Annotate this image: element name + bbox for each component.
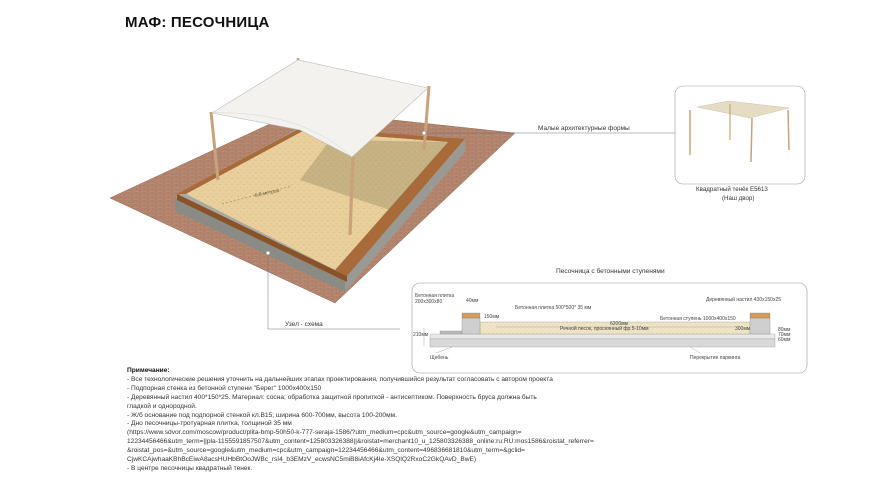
section-tile-500: Бетонная плитка 500*500* 35 мм: [515, 305, 592, 311]
section-dim-210: 210мм: [413, 332, 429, 338]
section-box: [411, 282, 808, 374]
note-line: &roistat_pos=&utm_source=google&utm_medi…: [127, 447, 525, 455]
tent-callout-box: [674, 85, 806, 185]
note-line: - Ж/б основание под подпорной стенкой кл…: [127, 411, 397, 419]
section-dim-60: 60мм: [778, 337, 791, 343]
tent-caption: Квадратный тенёк Е5613: [696, 186, 768, 193]
section-dim-80: 80мм: [778, 327, 791, 333]
section-step: Бетонная ступень 1000х400х150: [660, 316, 736, 322]
note-line: (https://www.sdvor.com/moscow/product/pl…: [127, 429, 522, 437]
maf-label: Малые архитектурные формы: [538, 125, 630, 132]
section-gravel: Щебень: [430, 355, 449, 361]
callout-dot-node: [265, 250, 271, 256]
note-line: - В центре песочницы квадратный тенек.: [127, 464, 253, 472]
notes-block: Примечание: - Все технологические решени…: [127, 367, 687, 474]
section-dim-40: 40мм: [466, 298, 479, 304]
callout-dot-maf: [421, 130, 427, 136]
note-line: - Деревянный настил 400*150*25. Материал…: [127, 393, 537, 401]
section-wood-deck: Деревянный настил 430х150х25: [706, 297, 782, 303]
node-label: Узел - схема: [285, 321, 323, 328]
note-line: - Все технологические решения уточнить н…: [127, 375, 553, 383]
page-title: МАФ: ПЕСОЧНИЦА: [125, 14, 270, 31]
section-concrete-tile: Бетонная плитка: [415, 293, 455, 299]
section-dim-150: 150мм: [484, 314, 500, 320]
notes-header: Примечание:: [127, 367, 170, 374]
section-dim-6200: 6200мм: [610, 321, 628, 327]
leader-lines: [267, 132, 680, 330]
sand-dimension: 6,8 метров: [254, 188, 280, 199]
section-sand: Речной песок, просеянный фр.5-10мм: [560, 326, 649, 332]
tent-caption-sub: (Наш двор): [722, 195, 755, 202]
section-concrete-tile-size: 200х300х80: [415, 299, 443, 305]
note-line: - Подпорная стенка из бетонной ступени "…: [127, 384, 322, 392]
section-overlap: Перекрытие паркинга: [690, 355, 741, 361]
sand-area: [186, 131, 448, 270]
note-line: - Дно песочницы-тротуарная плитка, толщи…: [127, 420, 292, 428]
note-line: 12234456466&utm_term=||pla-1155591857507…: [127, 438, 594, 446]
section-dim-70: 70мм: [778, 332, 791, 338]
section-dim-300: 300мм: [735, 326, 751, 332]
section-title: Песочница с бетонными ступенями: [556, 268, 665, 275]
shade-canopy: [211, 59, 429, 158]
note-line: CjwKCAjwhaaKBhBcEiwA8acsHUHbBtOoJWBc_rsI…: [127, 456, 477, 464]
note-line: гладкой и однородной.: [127, 402, 197, 410]
wood-deck: [177, 127, 465, 282]
